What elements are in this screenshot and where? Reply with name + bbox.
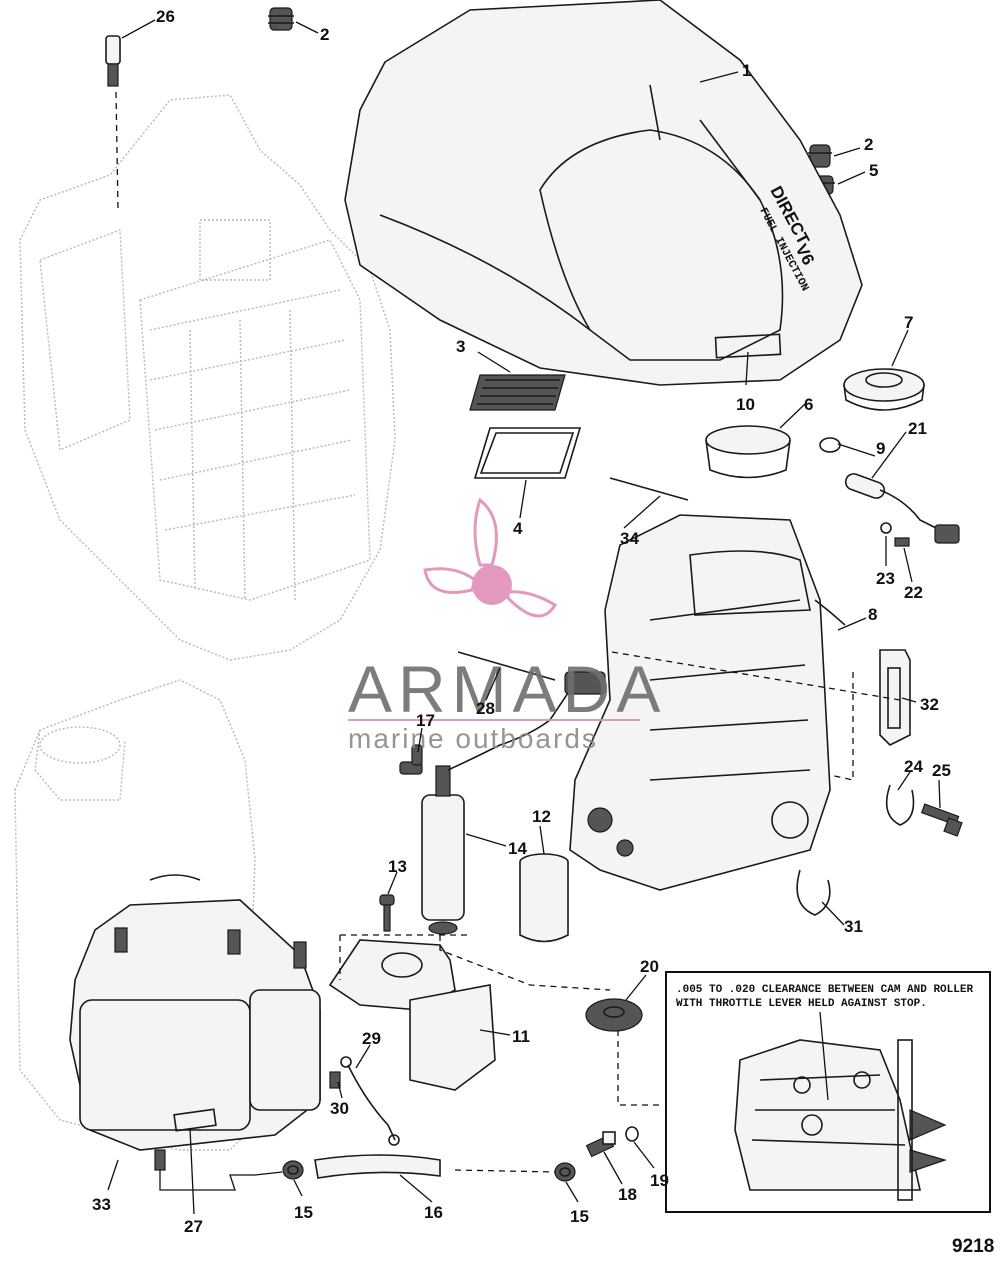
callout-13: 13: [388, 857, 407, 876]
callout-25: 25: [932, 761, 951, 780]
callout-31: 31: [844, 917, 863, 936]
callout-15-left: 15: [294, 1203, 313, 1222]
callout-28: 28: [476, 699, 495, 718]
part-3-filter: [469, 374, 566, 411]
callout-21: 21: [908, 419, 927, 438]
part-15-clamp-left: [282, 1160, 304, 1180]
part-19-o-ring: [625, 1126, 639, 1142]
callout-18: 18: [618, 1185, 637, 1204]
part-21-sensor: [819, 437, 960, 547]
part-1-engine-cover: DIRECT FUEL INJECTION V6: [344, 0, 863, 386]
routing-lines: [159, 651, 901, 1191]
ghost-engine-block: [19, 94, 396, 661]
callout-7: 7: [904, 313, 913, 332]
part-34-cable-tie: [609, 477, 689, 501]
figure-number: 9218: [952, 1236, 994, 1257]
part-26-fitting: [105, 35, 121, 211]
leader-lines: [107, 19, 941, 1215]
callout-2-right: 2: [864, 135, 873, 154]
callout-labels: 26 2 1 2 5 3 10 7 6 9 21 4 34 23 22 8 32…: [92, 7, 951, 1236]
part-14-fuel-pump: [421, 671, 606, 935]
callout-11: 11: [512, 1027, 530, 1046]
callout-24: 24: [904, 757, 923, 776]
callout-14: 14: [508, 839, 527, 858]
part-20-grommet: [585, 998, 643, 1032]
callout-2-top: 2: [320, 25, 329, 44]
part-32-bracket: [879, 649, 911, 746]
callout-5: 5: [869, 161, 878, 180]
part-8-vapor-separator: [569, 514, 846, 891]
part-31-clip: [796, 869, 831, 916]
callout-26: 26: [156, 7, 175, 26]
callout-22: 22: [904, 583, 923, 602]
callout-30: 30: [330, 1099, 349, 1118]
part-2-grommet-right: [808, 144, 832, 168]
inset-detail-box: .005 TO .020 CLEARANCE BETWEEN CAM AND R…: [665, 971, 991, 1213]
callout-10: 10: [736, 395, 755, 414]
part-16-hose: [314, 1154, 441, 1179]
callout-6: 6: [804, 395, 813, 414]
callout-9: 9: [876, 439, 885, 458]
part-2-grommet-top: [268, 7, 294, 31]
callout-23: 23: [876, 569, 895, 588]
part-13-screw: [379, 894, 395, 932]
callout-3: 3: [456, 337, 465, 356]
part-4-gasket: [473, 427, 582, 479]
watermark-brand: ARMADA: [348, 652, 666, 726]
callout-32: 32: [920, 695, 939, 714]
part-12-sleeve: [519, 853, 569, 943]
callout-8: 8: [868, 605, 877, 624]
callout-1: 1: [742, 61, 751, 80]
callout-27: 27: [184, 1217, 203, 1236]
part-28-cable-tie: [457, 651, 556, 681]
callout-33: 33: [92, 1195, 111, 1214]
part-33-filter-assembly: [69, 874, 321, 1171]
part-18-fitting: [585, 1131, 616, 1158]
callout-12: 12: [532, 807, 551, 826]
watermark-logo: ARMADA marine outboards: [348, 497, 666, 754]
callout-17: 17: [416, 711, 435, 730]
inset-note-line-1: .005 TO .020 CLEARANCE BETWEEN CAM AND R…: [676, 984, 973, 996]
callout-15-right: 15: [570, 1207, 589, 1226]
callout-4: 4: [513, 519, 523, 538]
part-17-elbow: [399, 744, 423, 775]
callout-20: 20: [640, 957, 659, 976]
callout-16: 16: [424, 1203, 443, 1222]
inset-note-line-2: WITH THROTTLE LEVER HELD AGAINST STOP.: [676, 998, 927, 1010]
callout-29: 29: [362, 1029, 381, 1048]
part-15-clamp-right: [554, 1162, 576, 1182]
part-24-clip: [885, 784, 915, 826]
part-25-screw: [920, 803, 963, 837]
part-7-seal: [843, 368, 925, 411]
part-11-bracket: [328, 939, 496, 1091]
part-29-ground-wire: [329, 1056, 400, 1146]
watermark-tagline: marine outboards: [348, 723, 598, 754]
callout-19: 19: [650, 1171, 669, 1190]
part-6-adapter: [705, 425, 791, 479]
callout-34: 34: [620, 529, 639, 548]
